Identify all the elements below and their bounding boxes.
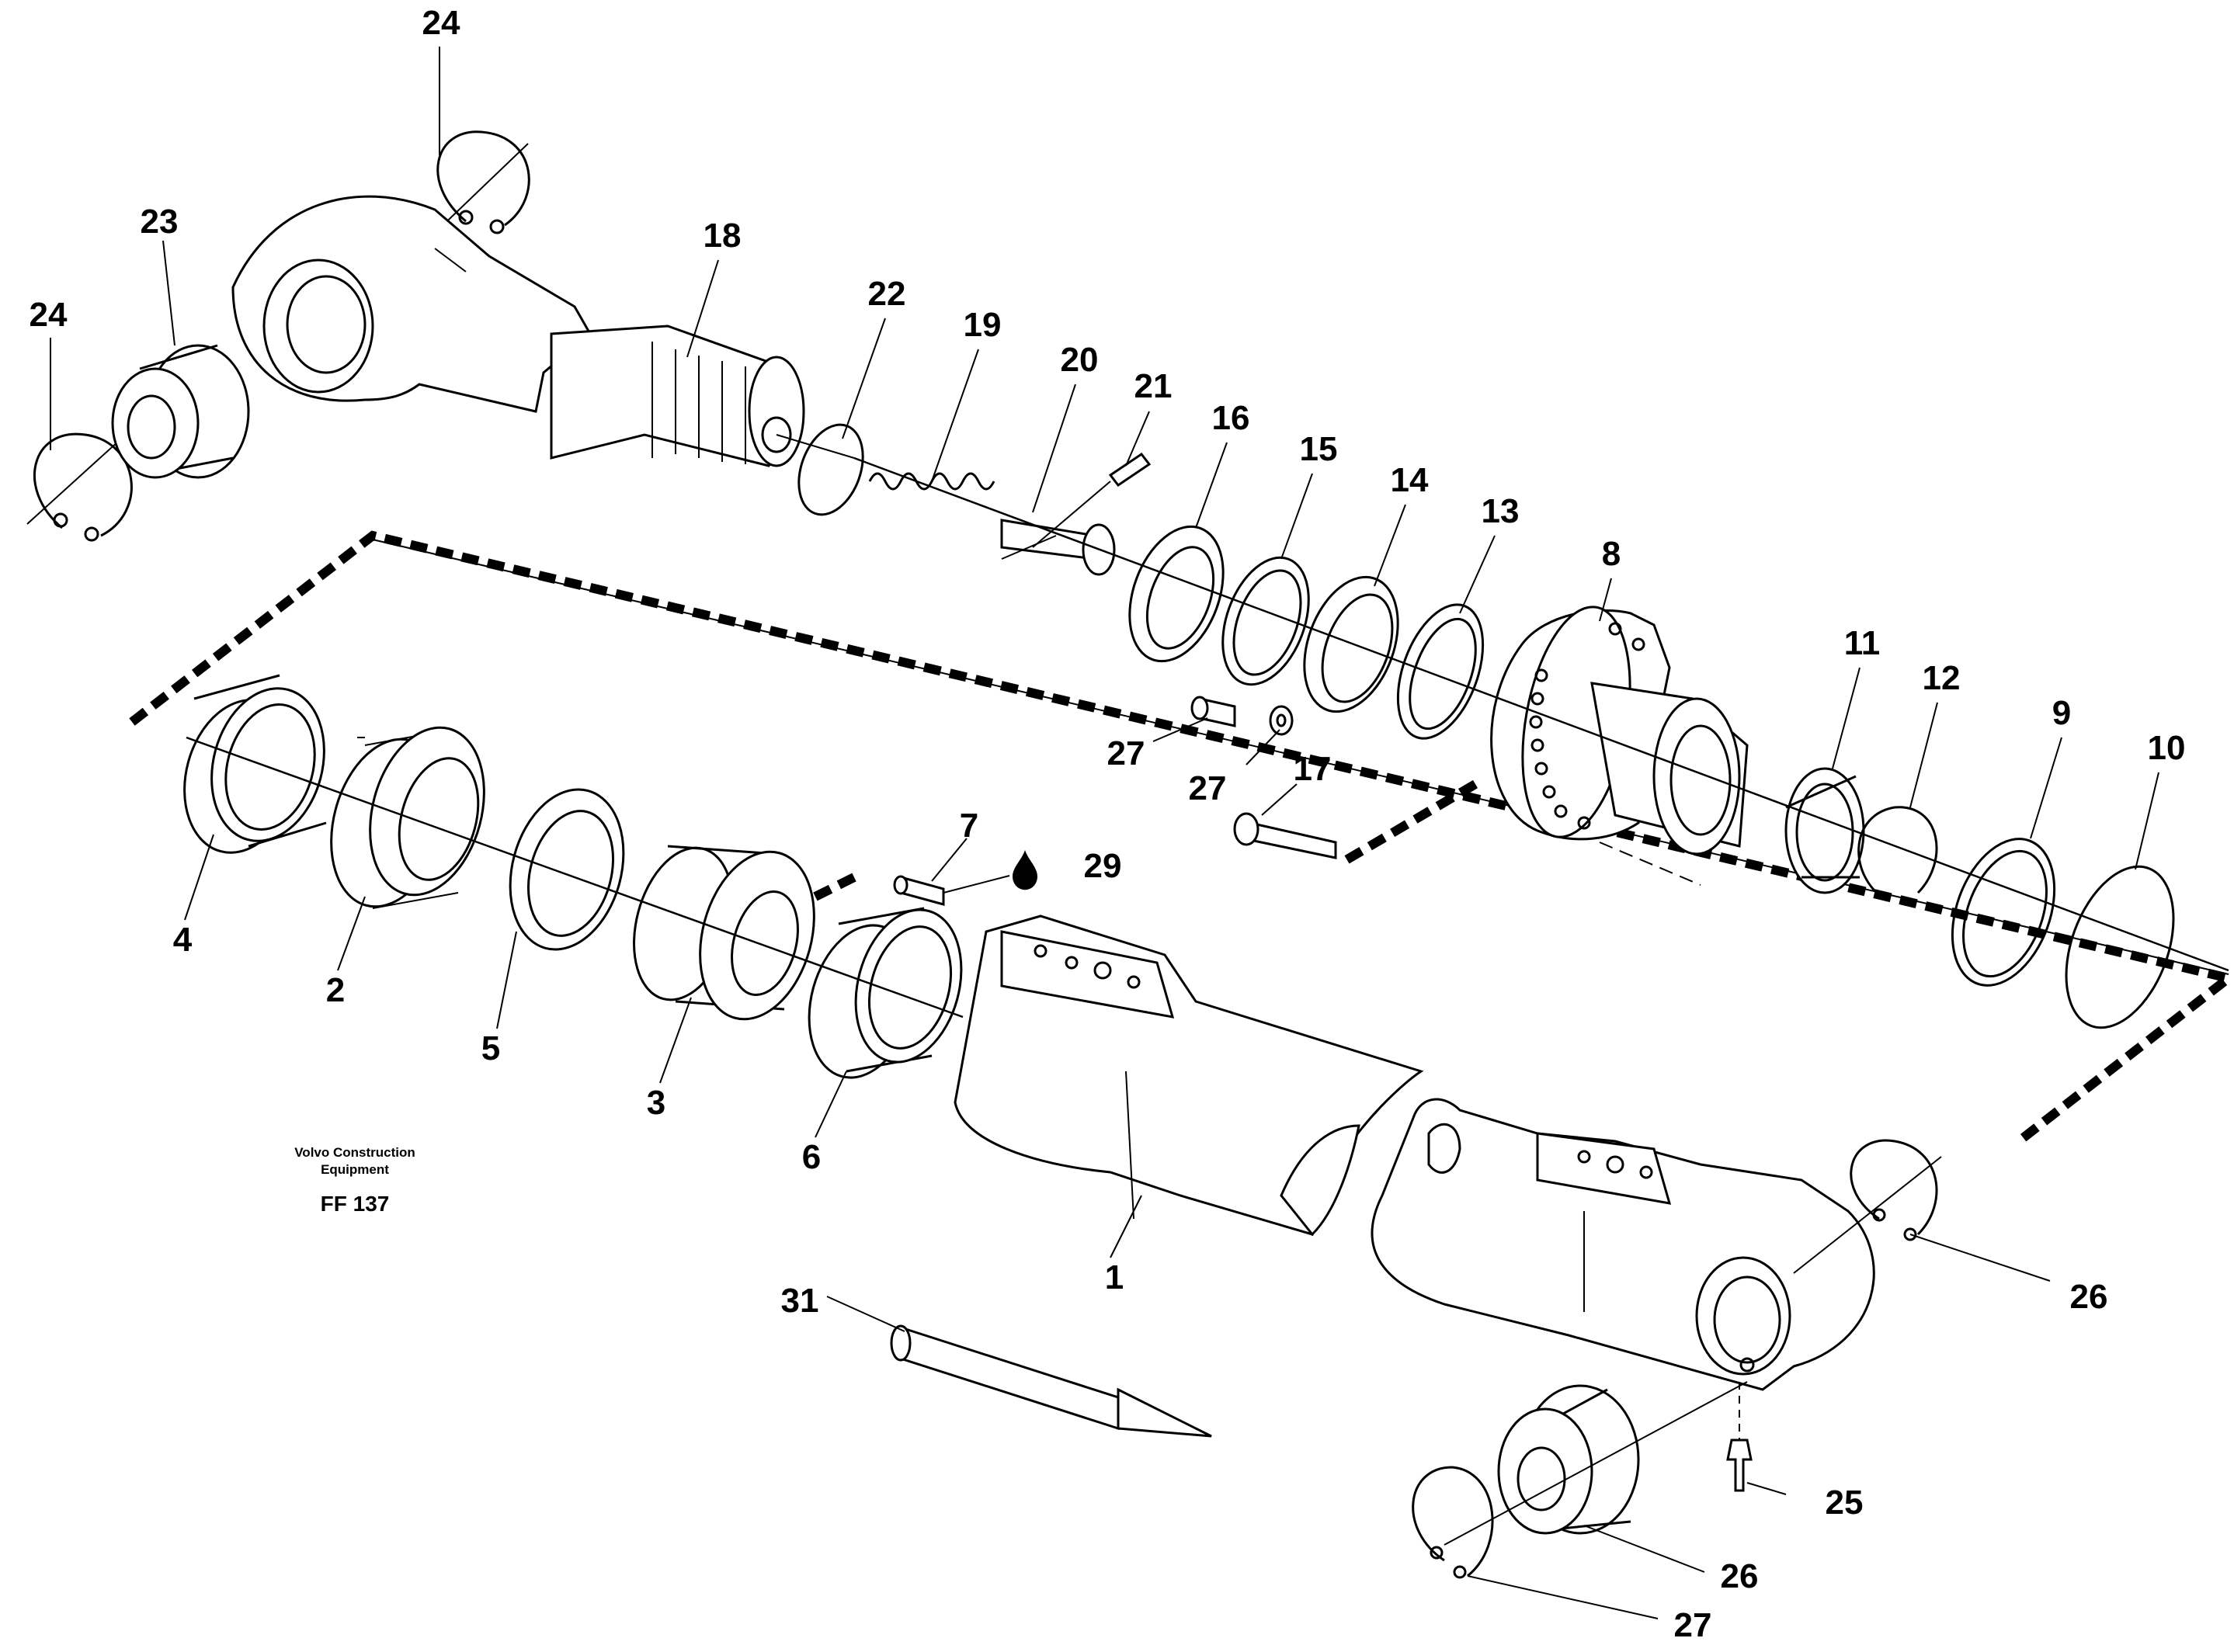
part-labels: 24 23 24 18 22 19 20 21 16 15 14 13 8 11… [30,4,2186,1644]
part-label-11: 11 [1844,624,1881,662]
part-label-9: 9 [2052,694,2071,732]
part-4-bushing [183,674,327,854]
part-label-22: 22 [868,275,906,313]
part-21-pin [1032,452,1152,548]
part-label-17: 17 [1294,750,1332,788]
top-axis [853,456,2229,972]
part-label-20: 20 [1061,341,1099,379]
part-12-circlip [1857,806,1938,902]
part-label-28: 27 [1107,734,1145,772]
part-8-cylinder-head [1490,606,1749,886]
caption-company-line1: Volvo Construction [294,1145,415,1160]
part-label-3: 3 [647,1084,665,1122]
part-10-wear-ring [2065,865,2175,1029]
part-label-23: 23 [141,203,179,241]
part-label-16: 16 [1212,399,1250,437]
part-label-2: 2 [326,971,345,1009]
part-label-31: 31 [781,1282,819,1320]
part-26-bearing [1444,1381,1748,1546]
part-29-washer [1269,705,1294,736]
part-label-24a: 24 [422,4,460,42]
part-label-29: 27 [1189,769,1227,807]
part-24a-circlip [434,130,530,234]
part-label-7: 7 [960,807,978,845]
part-label-21: 21 [1134,367,1173,405]
part-25-grease-nipple [1726,1382,1753,1492]
part-31-grease-cartridge [890,1324,1212,1438]
part-label-30: 29 [1084,847,1122,885]
caption-company-line2: Equipment [321,1162,389,1177]
part-label-27a: 26 [2070,1278,2108,1316]
part-11-bushing [1784,767,1865,894]
part-15-ring [1221,556,1310,686]
caption-drawing-code: FF 137 [321,1192,390,1216]
part-27a-circlip [1793,1139,1942,1274]
part-7-plug [893,875,945,906]
part-label-15: 15 [1300,430,1338,468]
middle-axis [186,736,964,1019]
part-label-14: 14 [1391,461,1429,499]
part-14-seal [1303,575,1399,713]
part-label-6: 6 [802,1138,821,1176]
part-label-19: 19 [964,306,1002,344]
part-6-bushing [808,907,963,1079]
part-9-ring [1951,838,2056,987]
part-28-screw [1190,696,1236,727]
part-label-4: 4 [173,921,193,959]
part-label-25: 25 [1826,1484,1864,1522]
part-2-piston [330,726,485,909]
part-label-24b: 24 [30,296,68,334]
part-20-valve [1000,519,1116,576]
part-1-cylinder-tube [954,914,1875,1391]
part-label-1: 1 [1105,1258,1124,1296]
part-label-8: 8 [1602,535,1621,573]
part-label-10: 10 [2148,729,2186,767]
part-23-bearing [111,344,250,479]
part-16-seal [1128,525,1225,663]
part-label-13: 13 [1482,492,1520,530]
part-17-bolt [1233,812,1337,859]
part-label-26: 26 [1721,1557,1759,1595]
part-label-12: 12 [1923,659,1961,697]
leader-lines [50,47,2159,1619]
part-18-rod-eye [231,195,855,467]
part-3-guide [633,845,815,1021]
part-label-5: 5 [481,1029,500,1067]
part-27b-circlip [1412,1466,1494,1579]
part-label-27b: 27 [1674,1606,1712,1644]
diagram-caption: Volvo Construction Equipment FF 137 [294,1145,415,1216]
part-30-grease-symbol [943,850,1038,894]
part-13-ring [1396,603,1485,740]
part-label-18: 18 [704,217,742,255]
